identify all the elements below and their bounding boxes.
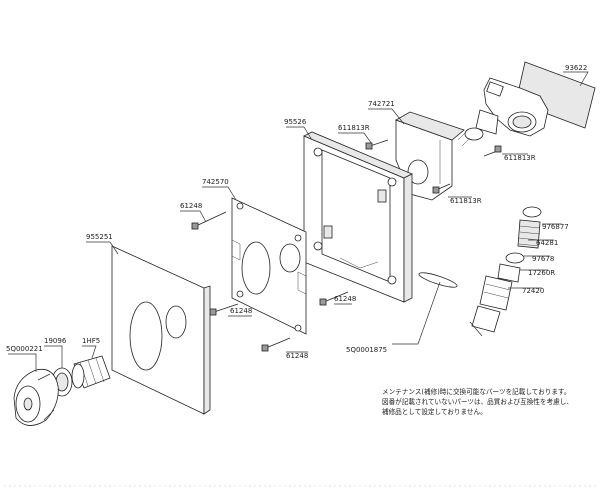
label-93622: 93622 — [565, 64, 587, 72]
label-97678: 97678 — [532, 255, 554, 263]
label-611813r-low: 611813R — [450, 197, 482, 205]
label-61248-a: 61248 — [180, 202, 202, 210]
label-611813r-top: 611813R — [338, 124, 370, 132]
maintenance-note-line-2: 図番が記載されていないパーツは、品質および互換性を考慮し、 — [382, 397, 573, 406]
label-95526: 95526 — [284, 118, 307, 126]
screw-611813r-low — [432, 183, 451, 194]
label-61248-b: 61248 — [334, 295, 356, 303]
screw-61248-d — [261, 337, 291, 352]
screw-61248-a — [191, 211, 227, 230]
backplate-part — [231, 197, 307, 335]
screw-61248-b — [319, 291, 349, 306]
cover-plate-part — [111, 245, 211, 415]
label-976877: 976877 — [542, 223, 569, 231]
frame-plate-part — [303, 131, 413, 303]
maintenance-note-line-1: メンテナンス(補修)時に交換可能なパーツを記載しております。 — [382, 387, 570, 396]
maintenance-note-line-3: 補修品として設定しておりません。 — [382, 407, 487, 416]
cartridge-1hf5-part — [71, 355, 111, 389]
leader-lines — [8, 71, 589, 372]
label-64281: 64281 — [536, 239, 558, 247]
label-17260r: 17260R — [528, 269, 555, 277]
screw-611813r-top — [365, 139, 389, 150]
label-955251: 955251 — [86, 233, 113, 241]
label-72420: 72420 — [522, 287, 544, 295]
label-742570: 742570 — [202, 178, 229, 186]
label-61248-c: 61248 — [230, 307, 252, 315]
label-19096: 19096 — [44, 337, 67, 345]
washer-part — [418, 272, 458, 288]
label-742721: 742721 — [368, 100, 395, 108]
cartridge-stack — [469, 206, 542, 337]
label-5q0001875: 5Q0001875 — [346, 346, 387, 354]
screw-611813r-mid — [483, 145, 502, 157]
handle-knob-part — [13, 368, 59, 426]
label-1hf5: 1HF5 — [82, 337, 100, 345]
label-611813r-mid: 611813R — [504, 154, 536, 162]
valve-body-part — [457, 61, 596, 147]
label-61248-d: 61248 — [286, 352, 308, 360]
label-5q000221: 5Q000221 — [6, 345, 43, 353]
